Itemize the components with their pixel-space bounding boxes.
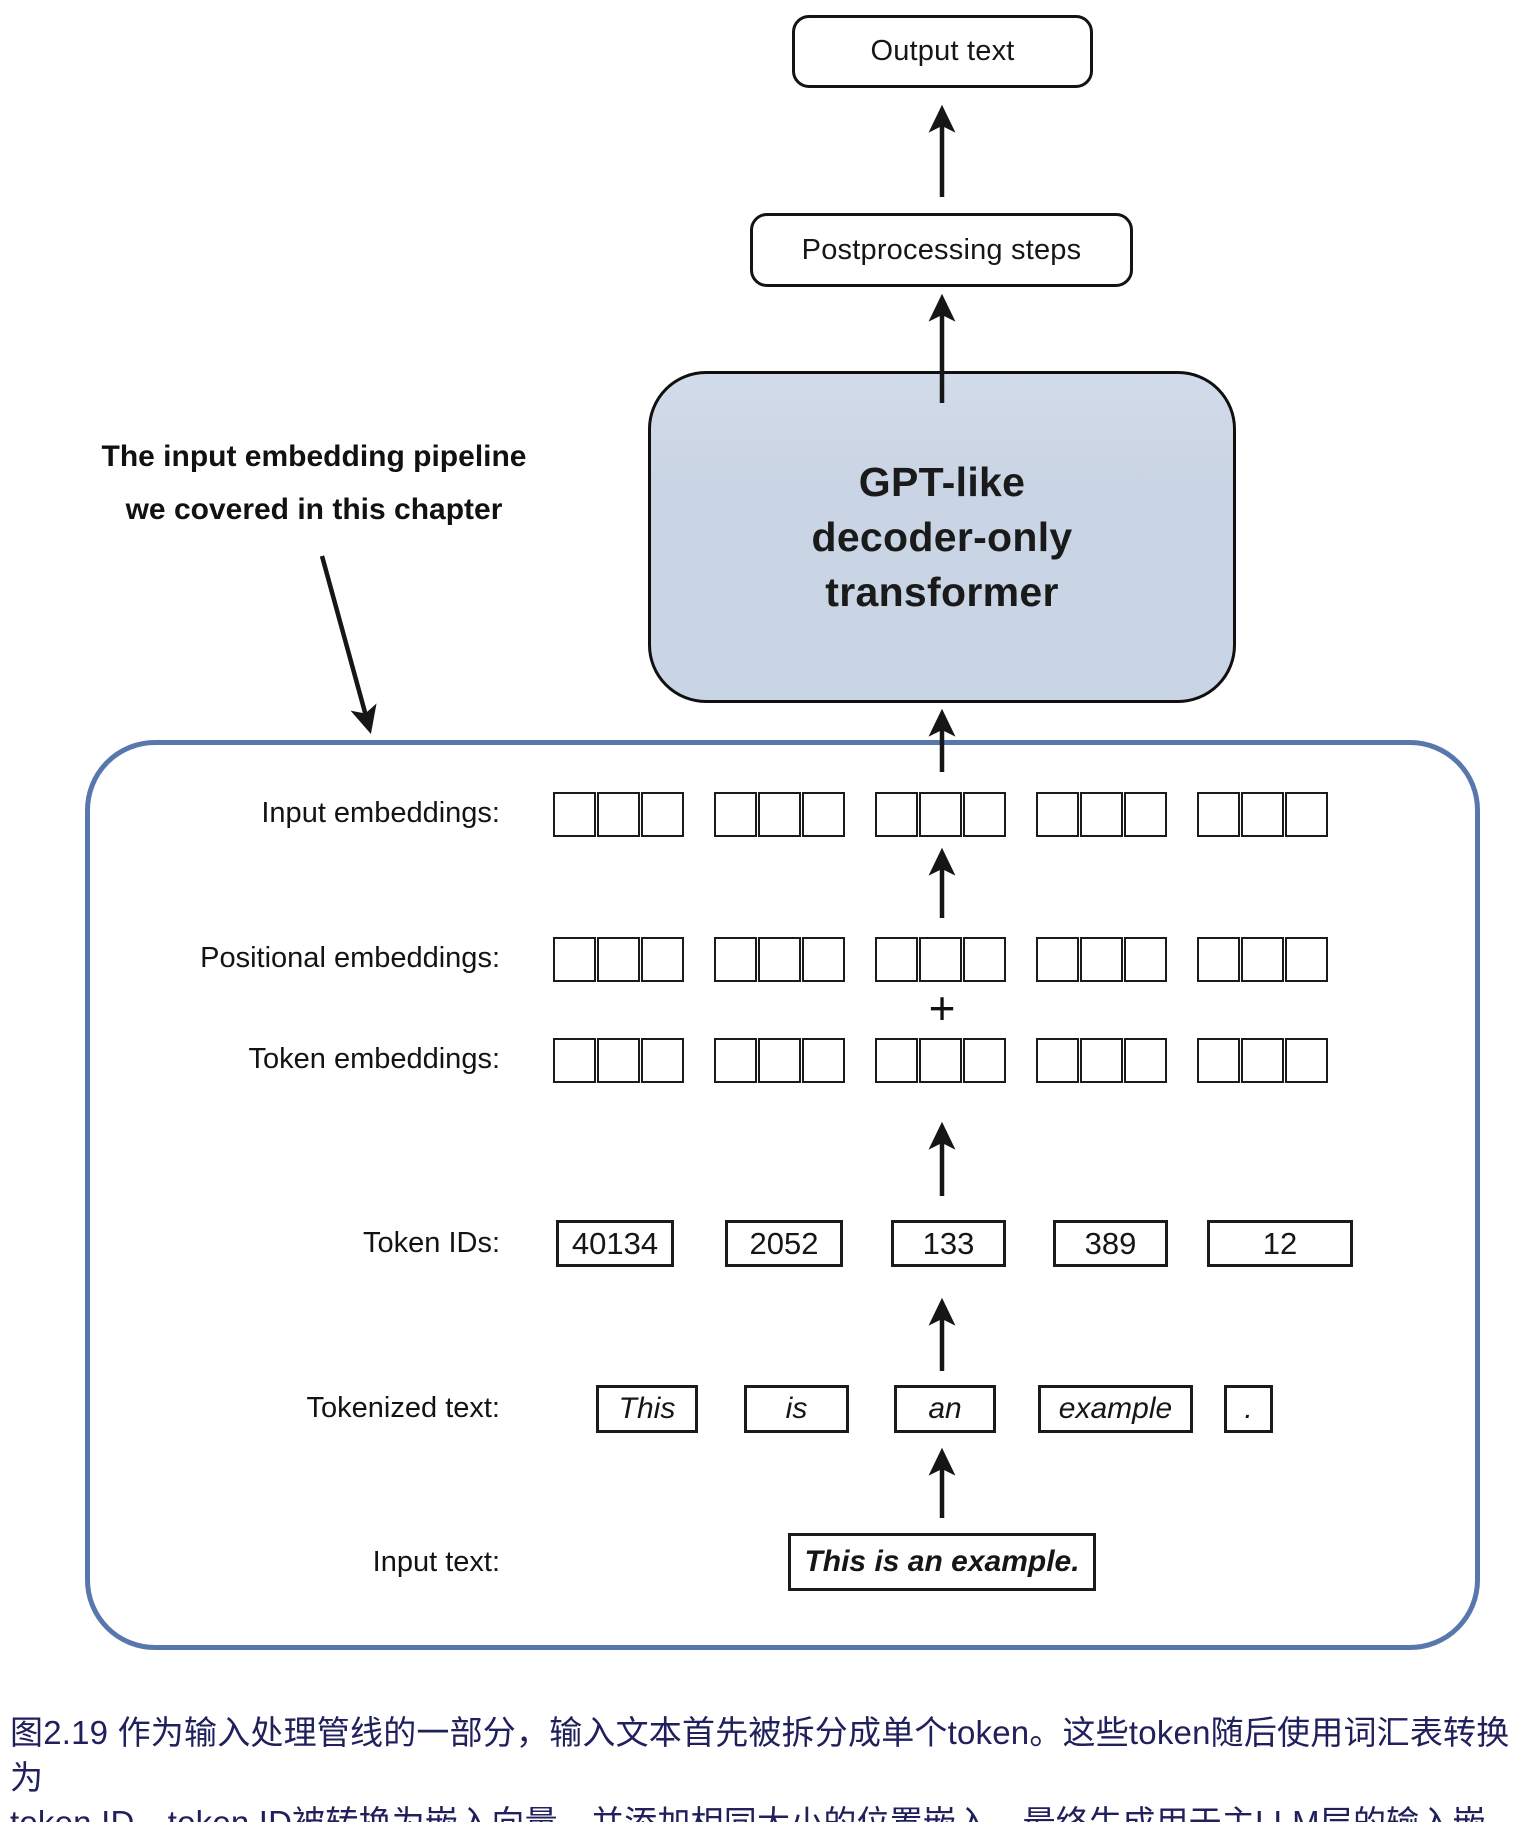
embedding-cell [963, 1038, 1006, 1083]
embedding-vector-group [553, 792, 684, 837]
input-text-value: This is an example. [804, 1545, 1080, 1578]
embedding-cell [641, 1038, 684, 1083]
embedding-cell [1080, 792, 1123, 837]
embedding-vector-group [1036, 792, 1167, 837]
embedding-cell [1197, 1038, 1240, 1083]
embedding-cell [641, 937, 684, 982]
token-ids-label: Token IDs: [363, 1227, 500, 1259]
annotation-line1: The input embedding pipeline [101, 440, 527, 473]
embedding-cell [714, 937, 757, 982]
embedding-cell [758, 792, 801, 837]
output-text-box: Output text [792, 15, 1093, 88]
token-box: is [744, 1385, 849, 1433]
embedding-vector-group [1197, 1038, 1328, 1083]
input-embeddings-vectors [553, 792, 1328, 837]
plus-sign: + [928, 982, 956, 1034]
embedding-cell [758, 1038, 801, 1083]
embedding-cell [1080, 1038, 1123, 1083]
embedding-cell [1036, 1038, 1079, 1083]
embedding-cell [1285, 937, 1328, 982]
embedding-cell [1080, 937, 1123, 982]
gpt-box-line2: decoder-only [811, 513, 1073, 560]
embedding-cell [802, 792, 845, 837]
embedding-cell [1124, 792, 1167, 837]
embedding-vector-group [714, 1038, 845, 1083]
embedding-cell [802, 1038, 845, 1083]
caption-line2: token ID。token ID被转换为嵌入向量，并添加相同大小的位置嵌入，最… [10, 1800, 1510, 1822]
embedding-cell [597, 1038, 640, 1083]
embedding-cell [1241, 1038, 1284, 1083]
token-box: . [1224, 1385, 1273, 1433]
embedding-cell [597, 792, 640, 837]
input-embeddings-label: Input embeddings: [261, 797, 500, 829]
embedding-vector-group [875, 937, 1006, 982]
embedding-cell [641, 792, 684, 837]
embedding-cell [875, 1038, 918, 1083]
embedding-cell [758, 937, 801, 982]
token-embeddings-label: Token embeddings: [248, 1043, 501, 1075]
tokenized-text-label: Tokenized text: [306, 1392, 500, 1424]
embedding-cell [553, 1038, 596, 1083]
embedding-cell [1124, 937, 1167, 982]
figure-caption: 图2.19 作为输入处理管线的一部分，输入文本首先被拆分成单个token。这些t… [10, 1710, 1510, 1822]
input-embedding-pipeline-box [85, 740, 1480, 1650]
embedding-cell [1197, 937, 1240, 982]
gpt-transformer-box: GPT-like decoder-only transformer [648, 371, 1236, 703]
input-text-box: This is an example. [788, 1533, 1096, 1591]
embedding-cell [1197, 792, 1240, 837]
token-id-box: 133 [891, 1220, 1006, 1267]
embedding-vector-group [714, 792, 845, 837]
embedding-cell [1241, 937, 1284, 982]
input-text-label: Input text: [372, 1546, 500, 1578]
embedding-cell [963, 792, 1006, 837]
embedding-cell [1285, 792, 1328, 837]
embedding-cell [963, 937, 1006, 982]
embedding-vector-group [875, 792, 1006, 837]
embedding-cell [919, 1038, 962, 1083]
embedding-vector-group [553, 937, 684, 982]
embedding-cell [875, 937, 918, 982]
embedding-vector-group [1197, 792, 1328, 837]
embedding-vector-group [714, 937, 845, 982]
arrow-annotation-pointer [319, 555, 377, 734]
embedding-cell [1036, 937, 1079, 982]
embedding-vector-group [1036, 937, 1167, 982]
gpt-box-line1: GPT-like [858, 458, 1026, 505]
embedding-vector-group [553, 1038, 684, 1083]
embedding-cell [553, 937, 596, 982]
token-box: an [894, 1385, 996, 1433]
embedding-cell [919, 937, 962, 982]
embedding-cell [714, 1038, 757, 1083]
embedding-cell [1285, 1038, 1328, 1083]
embedding-vector-group [1036, 1038, 1167, 1083]
token-box: This [596, 1385, 698, 1433]
annotation-line2: we covered in this chapter [125, 493, 503, 526]
positional-embeddings-label: Positional embeddings: [200, 942, 500, 974]
output-text-label: Output text [870, 35, 1015, 67]
token-embeddings-vectors [553, 1038, 1328, 1083]
embedding-cell [714, 792, 757, 837]
gpt-box-line3: transformer [825, 568, 1059, 615]
embedding-cell [553, 792, 596, 837]
embedding-cell [875, 792, 918, 837]
embedding-cell [597, 937, 640, 982]
caption-line1: 图2.19 作为输入处理管线的一部分，输入文本首先被拆分成单个token。这些t… [10, 1714, 1510, 1796]
embedding-cell [919, 792, 962, 837]
token-id-box: 12 [1207, 1220, 1353, 1267]
postprocessing-label: Postprocessing steps [801, 233, 1082, 266]
embedding-vector-group [1197, 937, 1328, 982]
annotation-note: The input embedding pipeline we covered … [88, 430, 540, 536]
token-id-box: 2052 [725, 1220, 843, 1267]
token-box: example [1038, 1385, 1193, 1433]
embedding-cell [1124, 1038, 1167, 1083]
embedding-vector-group [875, 1038, 1006, 1083]
token-id-box: 389 [1053, 1220, 1168, 1267]
embedding-cell [802, 937, 845, 982]
embedding-cell [1036, 792, 1079, 837]
positional-embeddings-vectors [553, 937, 1328, 982]
postprocessing-box: Postprocessing steps [750, 213, 1133, 287]
token-id-box: 40134 [556, 1220, 674, 1267]
embedding-cell [1241, 792, 1284, 837]
